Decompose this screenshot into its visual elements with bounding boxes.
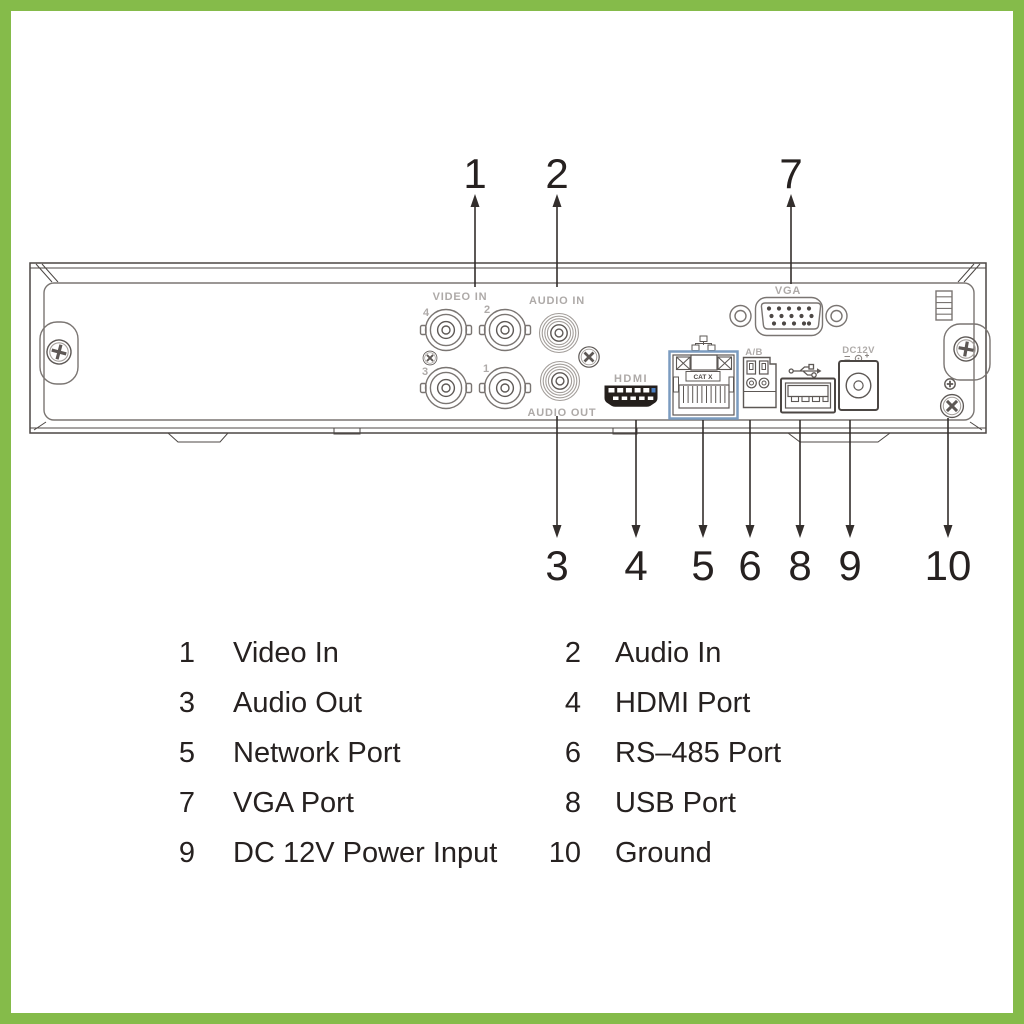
network-led-boxes <box>675 356 733 371</box>
bnc-channel-number: 2 <box>484 304 490 316</box>
hdmi-port-group: HDMI <box>604 373 658 407</box>
network-port-group: CAT X <box>668 335 739 420</box>
corner-bevel-lines <box>33 263 983 431</box>
vga-port-group: VGA <box>729 285 848 337</box>
screw-icon <box>419 347 441 369</box>
screw-icon <box>573 341 605 373</box>
legend-label: Audio Out <box>233 687 362 720</box>
vga-label: VGA <box>775 285 801 297</box>
callout-number: 3 <box>545 542 568 589</box>
device-chassis <box>29 262 991 443</box>
legend-num: 10 <box>548 836 581 869</box>
callout-number: 8 <box>788 542 811 589</box>
callout-number: 6 <box>738 542 761 589</box>
vga-port-icon <box>754 296 824 337</box>
screw-icon <box>950 333 982 365</box>
hdmi-pins <box>608 388 656 400</box>
legend-label: HDMI Port <box>615 687 751 720</box>
screw-icon <box>42 335 76 369</box>
bottom-clip <box>612 427 638 435</box>
dc-power-group: DC12V <box>838 345 879 411</box>
bottom-clip <box>333 427 361 435</box>
legend-num: 6 <box>564 736 581 769</box>
video-in-label: VIDEO IN <box>433 291 488 303</box>
legend-num: 1 <box>178 637 195 670</box>
left-foot <box>166 432 230 443</box>
callout-number: 7 <box>779 150 802 197</box>
dc12v-label: DC12V <box>842 345 875 356</box>
chassis-body <box>29 262 987 434</box>
audio-in-label: AUDIO IN <box>529 295 585 307</box>
legend-num: 2 <box>564 637 581 670</box>
bnc-channel-number: 4 <box>423 307 430 319</box>
legend-label: RS–485 Port <box>615 736 782 769</box>
legend-label: DC 12V Power Input <box>233 836 498 869</box>
usb-port-icon <box>780 377 836 414</box>
legend-label: Audio In <box>615 637 722 670</box>
vga-nut <box>825 304 848 328</box>
callout-number: 4 <box>624 542 647 589</box>
video-in-group: VIDEO IN 4 2 3 1 <box>419 291 532 410</box>
vga-nut <box>729 304 752 328</box>
usb-port-group <box>780 363 836 414</box>
usb-tongue-tabs <box>790 395 829 403</box>
legend-num: 9 <box>178 836 195 869</box>
rs485-port-icon <box>742 356 777 409</box>
vga-pins <box>766 306 814 326</box>
callout-number: 9 <box>838 542 861 589</box>
rs485-label: A/B <box>745 347 763 358</box>
legend-label: Ground <box>615 836 712 869</box>
audio-out-label: AUDIO OUT <box>528 407 597 419</box>
legend-label: USB Port <box>615 786 736 819</box>
legend-num: 3 <box>178 687 195 720</box>
dc-jack-icon <box>838 360 879 411</box>
top-callouts: 1 2 7 <box>463 150 803 287</box>
callout-number: 5 <box>691 542 714 589</box>
legend-num: 7 <box>178 786 195 819</box>
ground-symbol-icon <box>943 377 957 391</box>
bnc-channel-number: 3 <box>422 366 428 378</box>
legend: 1 Video In 2 Audio In 3 Audio Out 4 HDMI… <box>140 629 900 878</box>
audio-out-rca-icon <box>539 360 581 402</box>
audio-in-rca-icon <box>538 312 580 354</box>
ground-screw-icon <box>934 388 970 424</box>
network-tag-label: CAT X <box>693 374 713 381</box>
legend-num: 5 <box>178 736 195 769</box>
usb-symbol-icon <box>788 363 822 378</box>
network-symbol-icon <box>691 335 716 351</box>
legend-num: 8 <box>564 786 581 819</box>
network-pin-comb <box>678 384 730 409</box>
legend-num: 4 <box>564 687 581 720</box>
bnc-channel-number: 1 <box>483 363 489 375</box>
callout-number: 2 <box>545 150 568 197</box>
hdmi-label: HDMI <box>614 373 648 385</box>
bottom-callouts: 3 4 5 6 8 9 10 <box>545 416 971 589</box>
right-foot <box>786 432 892 443</box>
legend-label: Network Port <box>233 736 401 769</box>
audio-group: AUDIO IN AUDIO OUT <box>528 295 597 419</box>
rs485-port-group: A/B <box>742 347 777 409</box>
vent-icon <box>935 290 953 321</box>
recessed-panel <box>43 282 975 421</box>
legend-label: VGA Port <box>233 786 354 819</box>
callout-number: 10 <box>925 542 972 589</box>
right-screw-cutout <box>943 323 991 381</box>
callout-number: 1 <box>463 150 486 197</box>
left-screw-cutout <box>39 321 79 385</box>
legend-label: Video In <box>233 637 339 670</box>
bnc-connector-icon <box>419 366 473 410</box>
